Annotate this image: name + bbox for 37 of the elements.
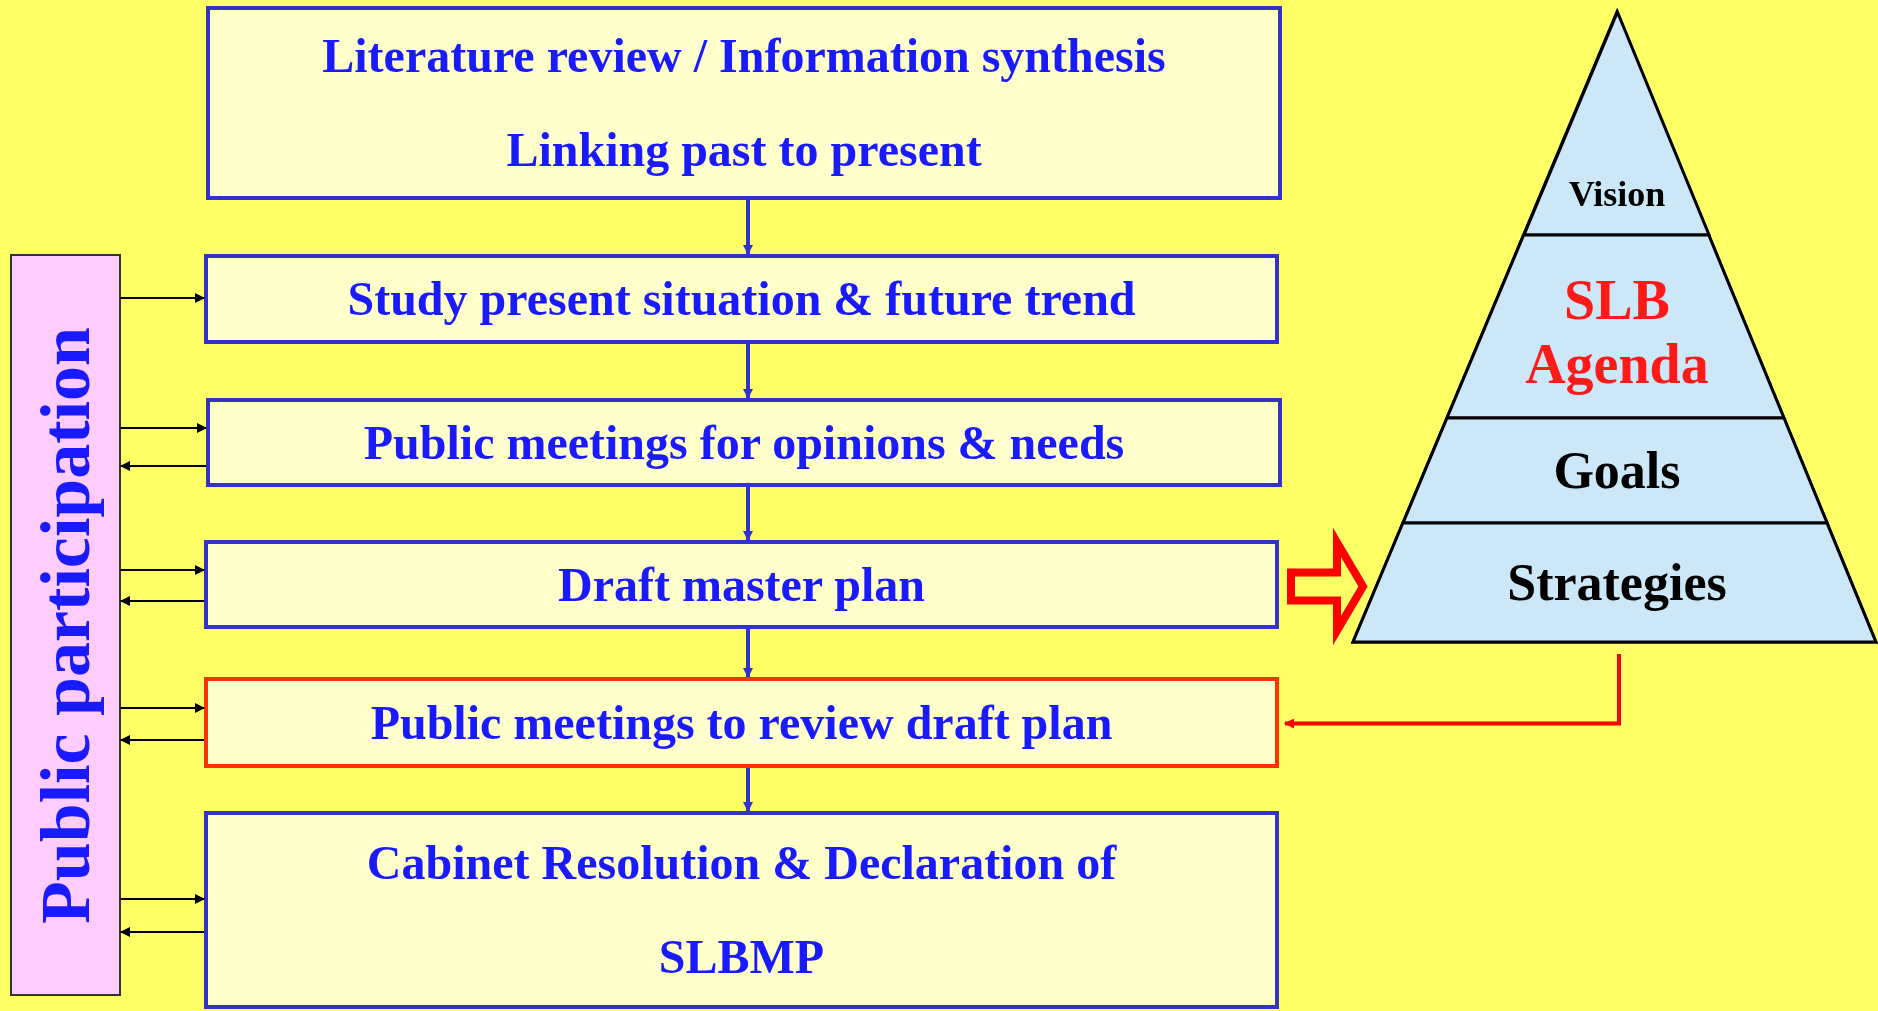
arrow xyxy=(120,293,205,303)
process-box xyxy=(204,677,1279,768)
process-box xyxy=(206,398,1282,487)
arrow xyxy=(120,894,205,904)
box-text: Literature review / Information synthesis xyxy=(322,28,1166,84)
arrow xyxy=(120,927,205,937)
arrow xyxy=(120,735,205,745)
arrow xyxy=(120,596,205,606)
arrow xyxy=(1284,654,1621,729)
participation-bar xyxy=(10,254,121,996)
arrow xyxy=(120,461,207,471)
box-text: Study present situation & future trend xyxy=(347,271,1136,327)
process-box xyxy=(204,811,1279,1009)
layer-label: Goals xyxy=(1552,440,1682,501)
process-box xyxy=(204,254,1279,344)
arrow xyxy=(120,565,205,575)
arrow xyxy=(743,629,753,678)
pyramid-layer xyxy=(1446,235,1784,418)
arrow xyxy=(743,768,753,812)
box-text: Linking past to present xyxy=(506,122,982,178)
vertical-label: Public participation xyxy=(26,326,105,924)
layer-label: SLB Agenda xyxy=(1524,267,1710,396)
arrow xyxy=(743,200,753,255)
box-text: Public meetings to review draft plan xyxy=(370,694,1113,751)
arrow xyxy=(120,703,205,713)
box-text: Cabinet Resolution & Declaration of SLBMP xyxy=(365,835,1118,985)
arrow xyxy=(120,423,207,433)
arrow xyxy=(743,487,753,541)
pyramid-layer xyxy=(1402,418,1827,523)
process-box xyxy=(206,6,1282,200)
box-text: Public meetings for opinions & needs xyxy=(363,414,1125,471)
layer-label: Strategies xyxy=(1506,552,1728,613)
block-arrow xyxy=(1287,527,1368,646)
pyramid-layer xyxy=(1353,523,1876,642)
process-box xyxy=(204,540,1279,629)
box-text: Draft master plan xyxy=(557,556,926,613)
arrow xyxy=(743,344,753,399)
